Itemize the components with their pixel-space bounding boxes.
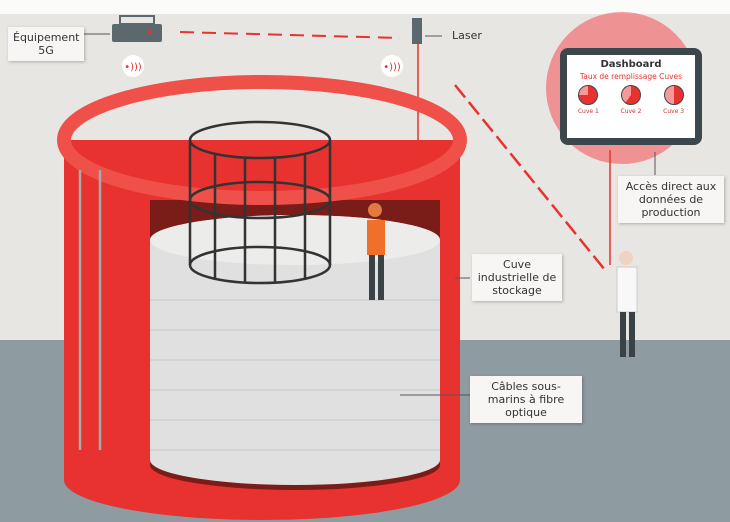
cage — [188, 120, 332, 285]
dashboard-tablet: Dashboard Taux de remplissage Cuves Cuve… — [560, 48, 702, 145]
technician-figure — [616, 251, 638, 357]
laser-device-icon: •))) — [381, 18, 422, 77]
storage-tank — [57, 75, 467, 520]
pie-gauge — [578, 85, 599, 105]
gauge-label: Cuve 2 — [620, 108, 642, 115]
gauge-cuve-3: Cuve 3 — [663, 85, 684, 115]
ladder — [78, 170, 102, 450]
dashboard-title: Dashboard — [600, 59, 662, 70]
gauge-cuve-1: Cuve 1 — [578, 85, 599, 115]
laser-label: Laser — [452, 29, 482, 42]
gauge-label: Cuve 1 — [577, 108, 599, 115]
gauge-cuve-2: Cuve 2 — [620, 85, 642, 115]
5g-equipment-icon: •))) — [112, 15, 162, 77]
worker-figure — [367, 203, 385, 300]
gauge-label: Cuve 3 — [663, 108, 685, 115]
pie-gauge — [663, 85, 684, 105]
cables-label: Câbles sous-marins à fibre optique — [470, 376, 582, 423]
pie-gauge — [620, 85, 641, 105]
svg-text:•))): •))) — [124, 62, 142, 73]
laser-beam — [179, 31, 401, 39]
tank-label: Cuve industrielle de stockage — [472, 254, 562, 301]
svg-text:•))): •))) — [383, 62, 401, 73]
access-data-label: Accès direct aux données de production — [618, 176, 724, 223]
equipment-5g-label: Équipement 5G — [8, 27, 84, 61]
dashboard-subtitle: Taux de remplissage Cuves — [579, 72, 683, 81]
